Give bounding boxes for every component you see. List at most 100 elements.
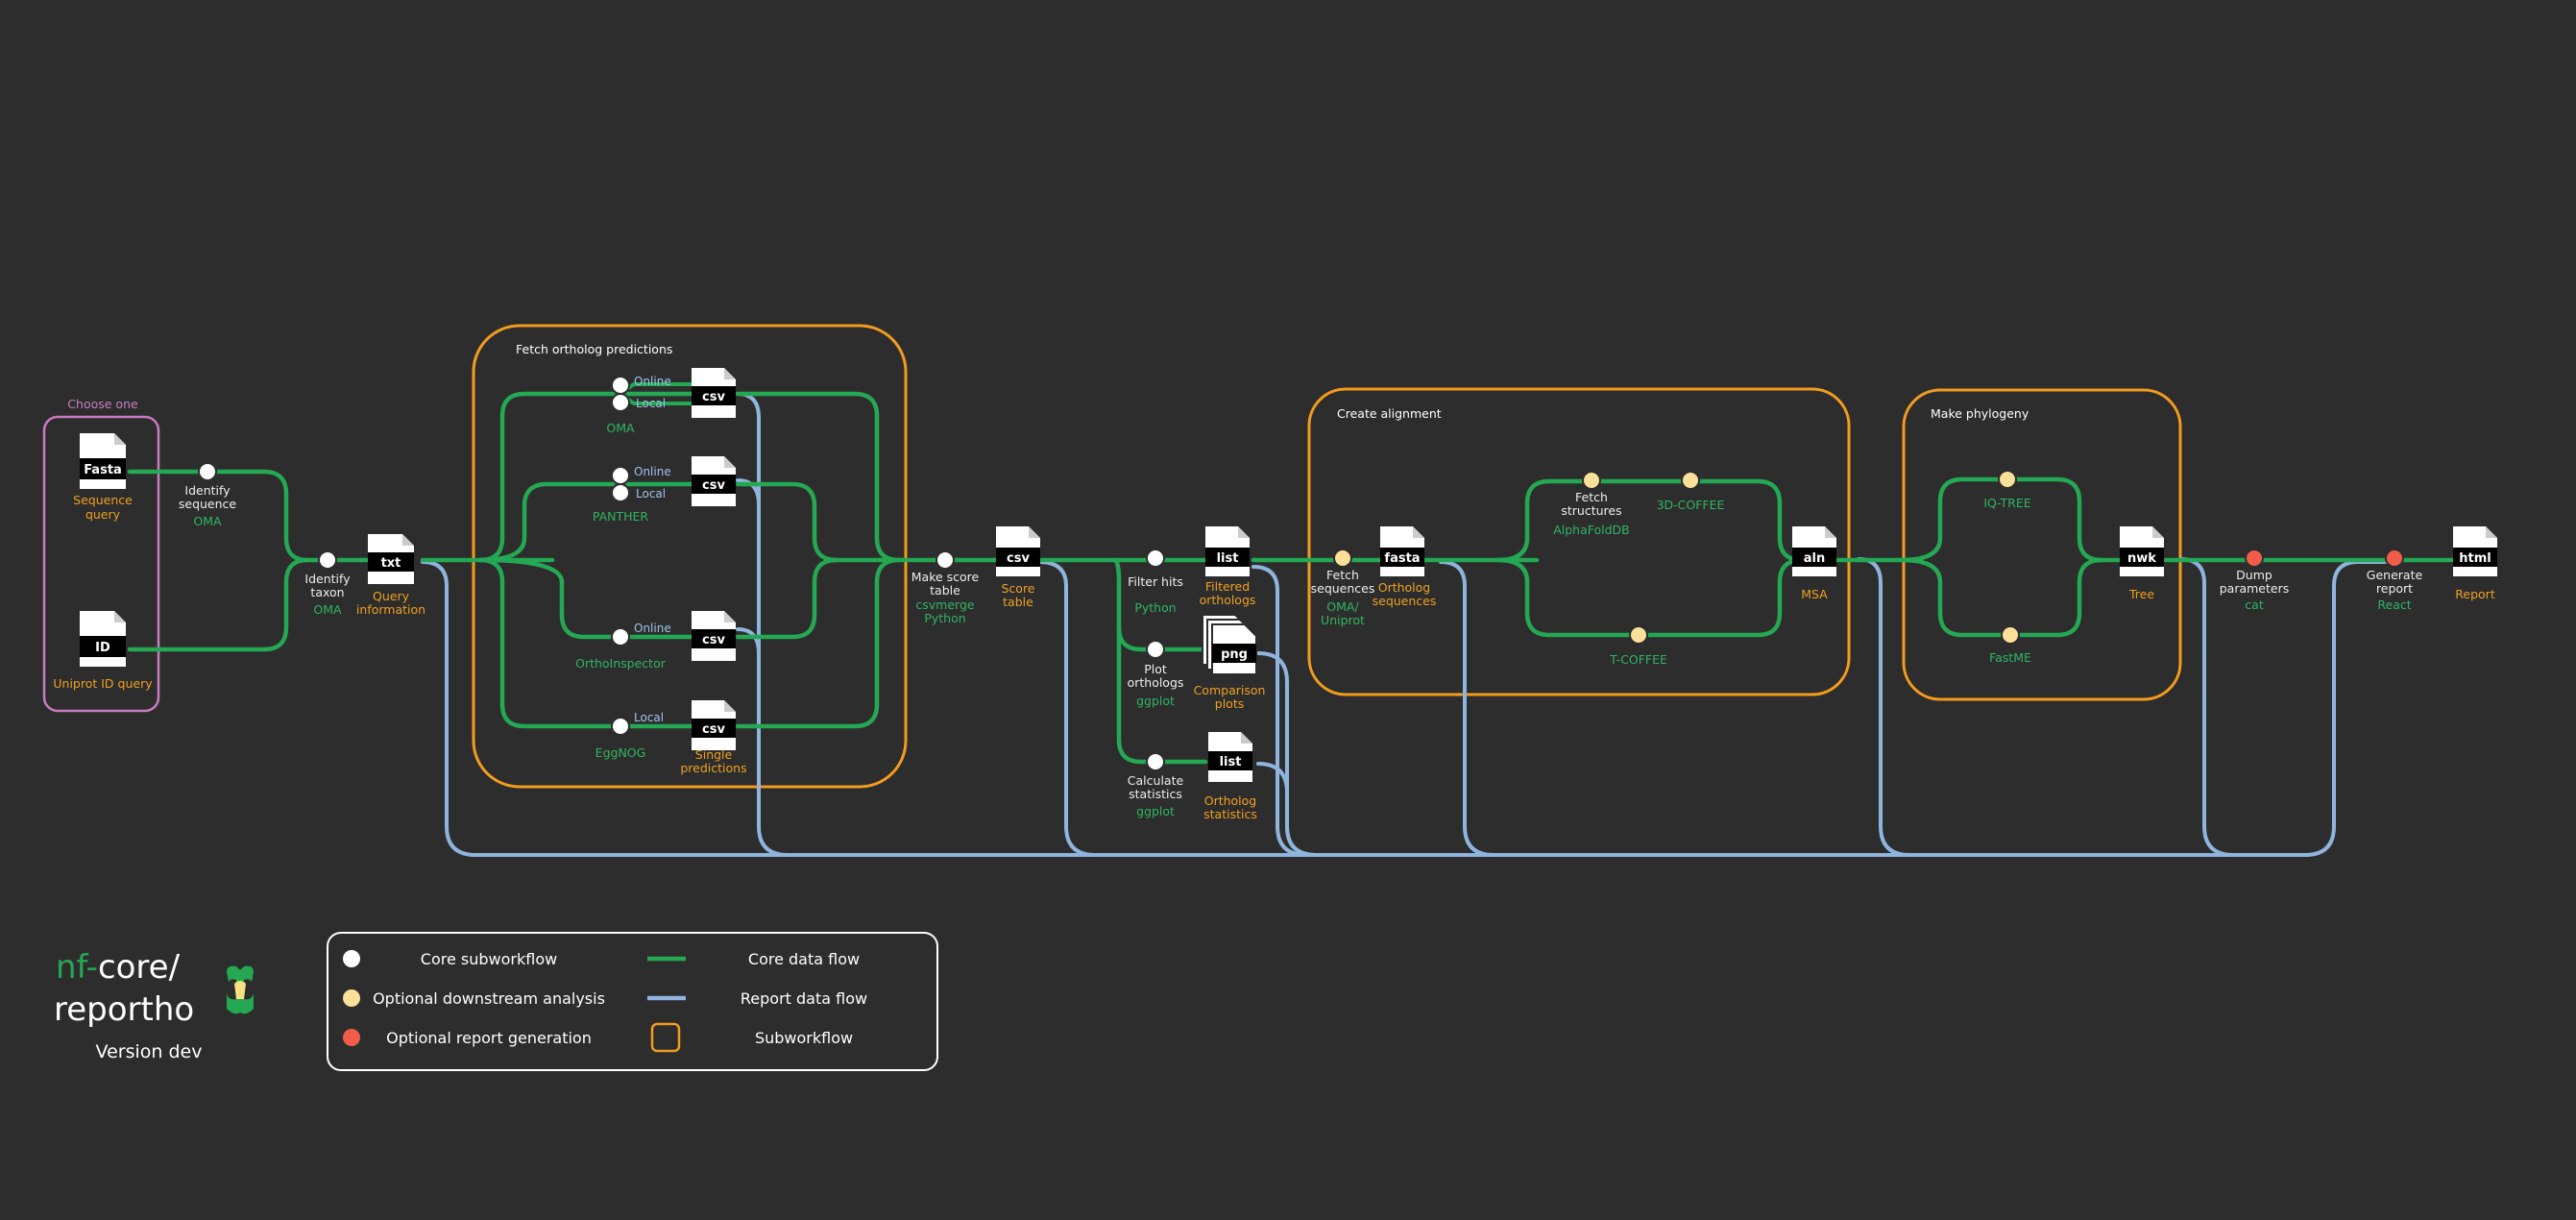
identify-sequence-label-1: Identify — [184, 483, 231, 498]
identify-sequence-label-2: sequence — [179, 497, 237, 511]
panther-online-node — [611, 466, 630, 485]
calculate-statistics-label-1: Calculate — [1128, 773, 1184, 788]
filtered-orthologs-label-2: orthologs — [1200, 593, 1256, 607]
plot-orthologs-node — [1146, 640, 1165, 659]
iqtree-label: IQ-TREE — [1983, 496, 2030, 510]
legend-subworkflow: Subworkflow — [755, 1029, 853, 1047]
tree-label: Tree — [2128, 587, 2154, 601]
sequence-query-label-2: query — [85, 507, 121, 522]
csv-tag-oma: csv — [702, 390, 725, 404]
t-coffee-label: T-COFFEE — [1609, 652, 1667, 667]
filter-hits-node — [1146, 549, 1165, 568]
calculate-statistics-tool: ggplot — [1136, 804, 1175, 818]
legend-report-node — [343, 1029, 360, 1046]
identify-taxon-node — [318, 550, 337, 570]
panther-local-node — [611, 483, 630, 502]
3d-coffee-label: 3D-COFFEE — [1657, 498, 1725, 512]
single-predictions-label-1: Single — [695, 747, 733, 762]
filtered-orthologs-label-1: Filtered — [1205, 579, 1250, 594]
plot-orthologs-label-2: orthologs — [1128, 675, 1184, 690]
csv-file-icon-eggnog: csv — [692, 700, 736, 750]
eggnog-local-label: Local — [634, 711, 664, 724]
fasta-file-icon: Fasta — [80, 433, 126, 489]
fetch-sequences-tool-1: OMA/ — [1326, 599, 1359, 614]
choose-one-label: Choose one — [67, 397, 138, 411]
uniprot-id-query-label: Uniprot ID query — [53, 676, 153, 691]
oma-online-node — [611, 376, 630, 395]
legend-box — [327, 932, 938, 1071]
fastme-node — [2001, 625, 2020, 645]
comparison-plots-label-1: Comparison — [1194, 683, 1266, 697]
fetch-structures-node — [1582, 471, 1601, 490]
ortholog-sequences-label-1: Ortholog — [1378, 580, 1431, 595]
plot-orthologs-label-1: Plot — [1144, 662, 1167, 676]
query-information-label-2: information — [356, 602, 425, 617]
sequence-query-label-1: Sequence — [73, 493, 133, 507]
t-coffee-node — [1629, 625, 1648, 645]
logo-line-1: nf-core/ — [56, 948, 181, 987]
calculate-statistics-node — [1146, 752, 1165, 771]
filter-hits-label: Filter hits — [1128, 574, 1183, 589]
generate-report-node — [2385, 549, 2404, 568]
fetch-structures-label-1: Fetch — [1575, 490, 1608, 504]
fasta-sequences-tag: fasta — [1384, 551, 1420, 566]
orthoinspector-online-node — [611, 627, 630, 647]
filtered-list-file-icon: list — [1205, 526, 1250, 576]
make-phylogeny-title: Make phylogeny — [1931, 406, 2029, 421]
dump-parameters-label-2: parameters — [2220, 581, 2290, 596]
make-score-table-label-2: table — [930, 583, 960, 598]
make-score-table-label-1: Make score — [911, 570, 980, 584]
query-information-label-1: Query — [373, 589, 410, 603]
eggnog-source-label: EggNOG — [595, 745, 646, 760]
csv-file-icon-orthoinspector: csv — [692, 611, 736, 661]
identify-sequence-node — [198, 462, 217, 481]
oma-online-label: Online — [634, 375, 671, 388]
report-data-flow — [421, 392, 2394, 857]
statistics-list-file-icon: list — [1208, 732, 1252, 782]
txt-file-tag: txt — [381, 556, 401, 571]
legend-subworkflow-icon — [650, 1022, 681, 1053]
html-file-icon: html — [2453, 526, 2497, 576]
csv-file-icon-panther: csv — [692, 456, 736, 506]
panther-local-label: Local — [636, 487, 666, 500]
fastme-label: FastME — [1989, 650, 2031, 665]
ortholog-statistics-label-2: statistics — [1203, 807, 1257, 821]
ortholog-statistics-label-1: Ortholog — [1204, 793, 1257, 808]
panther-source-label: PANTHER — [593, 509, 649, 524]
dump-parameters-label-1: Dump — [2236, 568, 2272, 582]
legend-core-flow: Core data flow — [748, 950, 860, 968]
legend-optional-node — [343, 989, 360, 1007]
generate-report-label-1: Generate — [2367, 568, 2423, 582]
create-alignment-box — [1307, 387, 1851, 696]
csv-file-icon-oma: csv — [692, 368, 736, 418]
fetch-sequences-label-2: sequences — [1311, 581, 1375, 596]
choose-one-box — [42, 415, 160, 713]
nwk-tag: nwk — [2127, 551, 2156, 566]
make-score-table-tool-2: Python — [924, 611, 965, 625]
logo-core: core/ — [98, 948, 181, 987]
orthoinspector-source-label: OrthoInspector — [575, 656, 667, 671]
png-tag: png — [1221, 647, 1248, 662]
oma-local-label: Local — [636, 397, 666, 410]
oma-local-node — [611, 393, 630, 412]
make-score-table-tool-1: csvmerge — [915, 598, 975, 612]
score-table-label-2: table — [1003, 595, 1033, 609]
fetch-orthologs-title: Fetch ortholog predictions — [516, 342, 672, 356]
legend-core-node — [343, 950, 360, 967]
fetch-sequences-tool-2: Uniprot — [1321, 613, 1365, 627]
generate-report-label-2: report — [2376, 581, 2413, 596]
aln-tag: aln — [1804, 551, 1825, 566]
identify-sequence-tool: OMA — [193, 514, 222, 528]
filtered-list-tag: list — [1217, 551, 1239, 566]
fasta-file-tag: Fasta — [84, 463, 122, 477]
iqtree-node — [1998, 470, 2017, 489]
logo-prefix: nf- — [56, 948, 98, 987]
orthoinspector-online-label: Online — [634, 622, 671, 635]
generate-report-tool: React — [2377, 598, 2411, 612]
fetch-orthologs-box — [472, 324, 908, 789]
id-file-tag: ID — [95, 641, 110, 655]
csv-tag-orthoinspector: csv — [702, 633, 725, 647]
id-file-icon: ID — [80, 611, 126, 667]
legend-optional-analysis: Optional downstream analysis — [373, 989, 605, 1008]
